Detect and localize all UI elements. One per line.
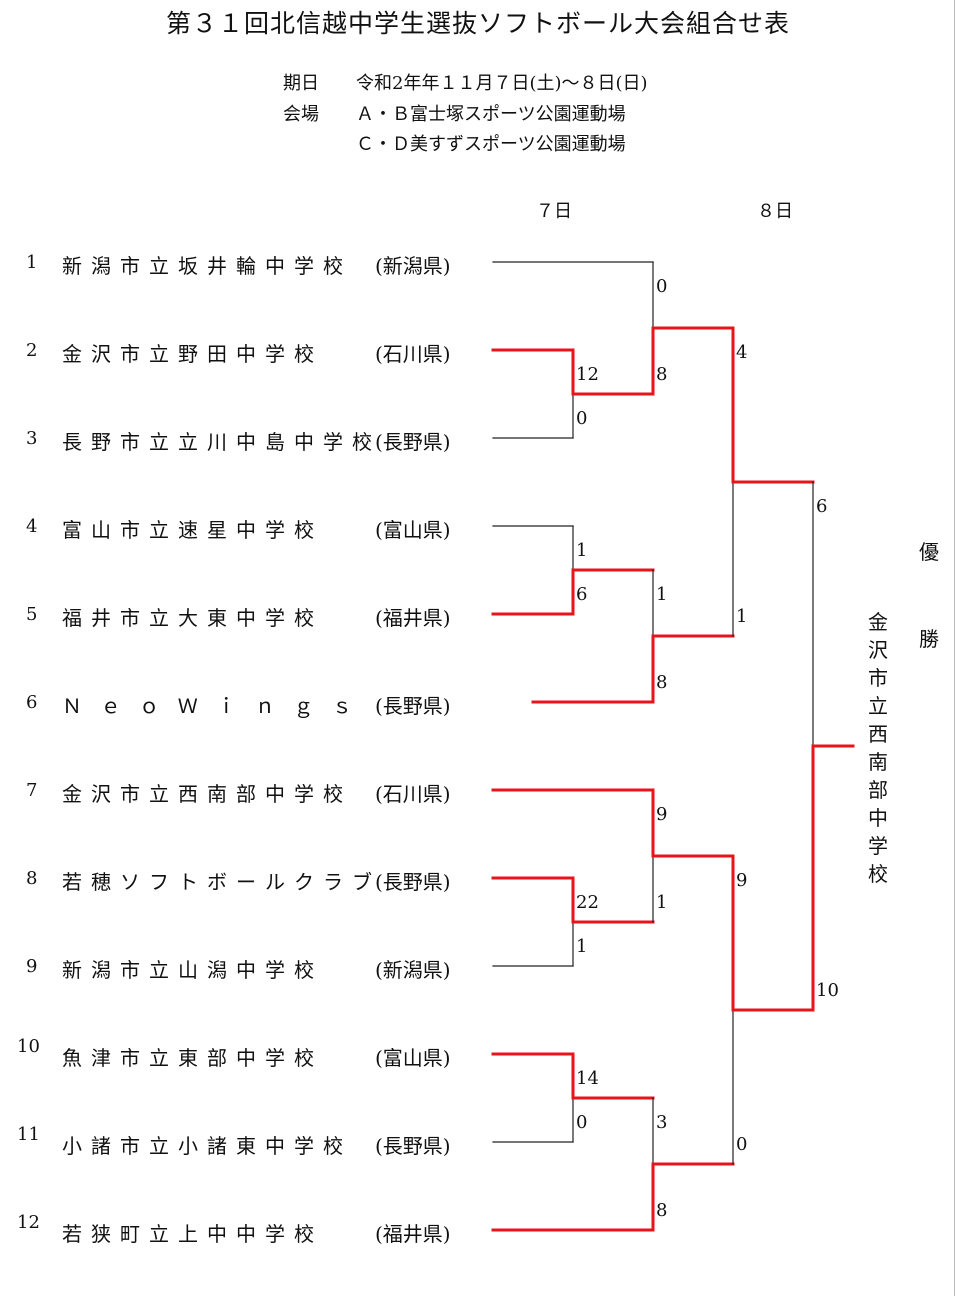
team-name-char: ｎ	[254, 694, 275, 718]
team-name: 若狭町立上中中学校	[62, 1222, 323, 1246]
score-label: 0	[576, 1112, 588, 1133]
team-number: 8	[26, 868, 38, 889]
score-label: 6	[816, 496, 828, 517]
team-name: 金沢市立西南部中学校	[62, 782, 352, 806]
score-label: 0	[656, 276, 668, 297]
team-name-char: ｅ	[100, 694, 121, 718]
champion-char: 中	[868, 806, 888, 830]
score-label: 8	[656, 1200, 668, 1221]
team-prefecture: (富山県)	[375, 1046, 451, 1070]
champion-char: 学	[868, 834, 888, 858]
team-prefecture: (長野県)	[375, 430, 451, 454]
team-prefecture: (石川県)	[375, 782, 451, 806]
team-name-char: Ｗ	[177, 694, 198, 718]
team-prefecture: (富山県)	[375, 518, 451, 542]
team-number: 2	[26, 340, 38, 361]
team-number: 4	[26, 516, 38, 537]
venue-label: 会場	[283, 104, 319, 125]
team-prefecture: (新潟県)	[375, 958, 451, 982]
team-name: 若穂ソフトボールクラブ	[62, 870, 381, 894]
date-value: 令和2年年１１月７日(土)～８日(日)	[356, 73, 648, 94]
champion-name: 金沢市立西南部中学校	[866, 608, 890, 888]
champion-char: 部	[868, 778, 888, 802]
team-prefecture: (長野県)	[375, 694, 451, 718]
team-name: 新潟市立山潟中学校	[62, 958, 323, 982]
champion-char: 市	[868, 666, 888, 690]
champion-char: 南	[868, 750, 888, 774]
team-prefecture: (福井県)	[375, 1222, 451, 1246]
score-label: 0	[736, 1134, 748, 1155]
team-number: 7	[26, 780, 38, 801]
champion-char: 金	[868, 610, 888, 634]
date-label: 期日	[283, 73, 319, 94]
team-name: 長野市立立川中島中学校	[62, 430, 381, 454]
venue-line-2: Ｃ・Ｄ美すずスポーツ公園運動場	[356, 134, 626, 155]
team-number: 6	[26, 692, 38, 713]
team-prefecture: (長野県)	[375, 1134, 451, 1158]
team-number: 11	[17, 1124, 40, 1145]
team-name: 金沢市立野田中学校	[62, 342, 323, 366]
day-label-8: ８日	[757, 201, 793, 222]
team-name-char: ｏ	[139, 694, 160, 718]
venue-line-1: Ａ・Ｂ富士塚スポーツ公園運動場	[356, 104, 626, 125]
team-prefecture: (石川県)	[375, 342, 451, 366]
score-label: 14	[576, 1068, 599, 1089]
team-name: 福井市立大東中学校	[62, 606, 323, 630]
score-label: 6	[576, 584, 588, 605]
score-label: 1	[736, 606, 748, 627]
score-label: 1	[656, 584, 668, 605]
team-name-char: ｇ	[293, 694, 314, 718]
champion-char: 西	[868, 722, 888, 746]
champion-char: 校	[868, 862, 888, 886]
champion-char: 立	[868, 694, 888, 718]
score-label: 22	[576, 892, 599, 913]
team-prefecture: (新潟県)	[375, 254, 451, 278]
score-label: 10	[816, 980, 839, 1001]
team-name: 富山市立速星中学校	[62, 518, 323, 542]
team-name-char: ｉ	[216, 694, 237, 718]
team-number: 9	[26, 956, 38, 977]
page-title: 第３１回北信越中学生選抜ソフトボール大会組合せ表	[165, 9, 790, 38]
score-label: 3	[656, 1112, 668, 1133]
page-border	[954, 0, 955, 1296]
score-label: 9	[656, 804, 668, 825]
team-number: 12	[17, 1212, 40, 1233]
team-number: 5	[26, 604, 38, 625]
winner-label-2: 勝	[919, 627, 939, 651]
score-label: 0	[576, 408, 588, 429]
team-name: 新潟市立坂井輪中学校	[62, 254, 352, 278]
team-name-char: ｓ	[331, 694, 352, 718]
score-label: 12	[576, 364, 599, 385]
team-name: 小諸市立小諸東中学校	[62, 1134, 352, 1158]
team-prefecture: (福井県)	[375, 606, 451, 630]
score-label: 4	[736, 342, 748, 363]
day-label-7: ７日	[536, 201, 572, 222]
score-label: 8	[656, 672, 668, 693]
team-number: 1	[26, 252, 38, 273]
champion-char: 沢	[868, 638, 888, 662]
score-label: 8	[656, 364, 668, 385]
winner-label-1: 優	[919, 540, 939, 564]
score-label: 1	[576, 936, 588, 957]
team-name: 魚津市立東部中学校	[62, 1046, 323, 1070]
score-label: 9	[736, 870, 748, 891]
team-prefecture: (長野県)	[375, 870, 451, 894]
team-number: 3	[26, 428, 38, 449]
team-name-char: Ｎ	[62, 694, 82, 718]
score-label: 1	[656, 892, 668, 913]
team-number: 10	[17, 1036, 40, 1057]
score-label: 1	[576, 540, 588, 561]
